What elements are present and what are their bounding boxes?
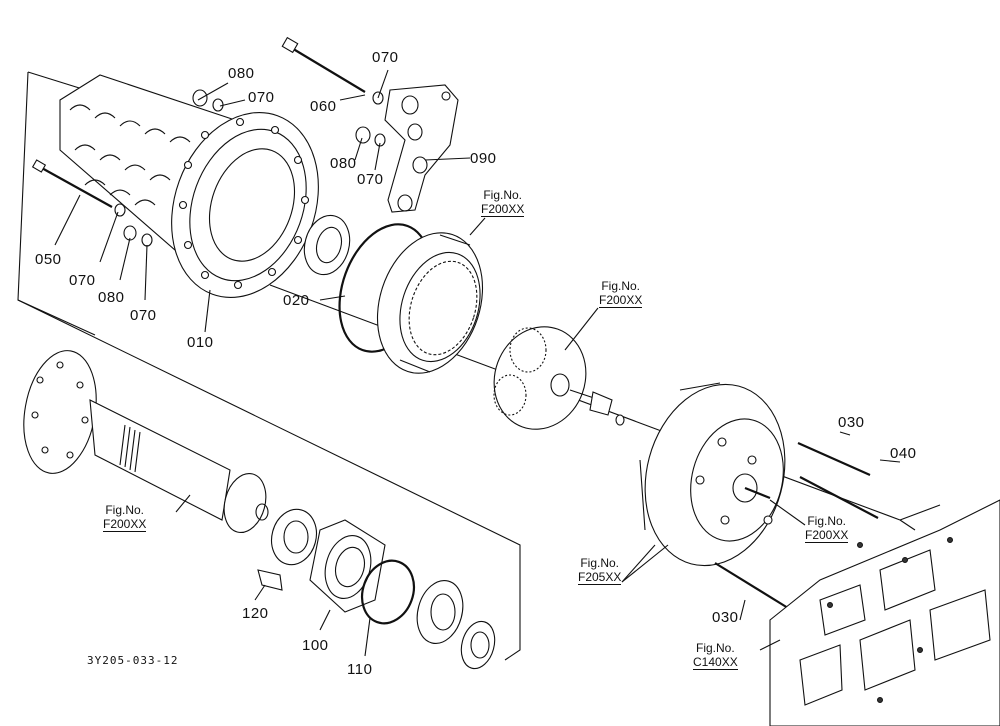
fig-ref-4-code: F200XX [805,528,849,543]
fig-ref-5: Fig.No. F205XX [578,556,622,585]
ring-gear [376,232,484,374]
label-070-a: 070 [248,89,275,106]
fig-ref-6: Fig.No. C140XX [693,641,738,670]
label-070-c: 070 [357,171,384,188]
label-080-b: 080 [330,155,357,172]
label-020: 020 [283,292,310,309]
fig-ref-6-prefix: Fig.No. [696,641,735,655]
label-010: 010 [187,334,214,351]
fig-ref-4-prefix: Fig.No. [807,514,847,528]
fig-ref-1: Fig.No. F200XX [481,188,525,217]
label-040: 040 [890,445,917,462]
bearings-lower [416,580,496,670]
label-080-c: 080 [98,289,125,306]
label-070-b: 070 [372,49,399,66]
o-ring-110 [360,559,416,625]
bracket-090 [384,84,459,213]
label-070-e: 070 [130,307,157,324]
label-100: 100 [302,637,329,654]
label-030-b: 030 [712,609,739,626]
transmission-case [769,499,1000,726]
label-080-a: 080 [228,65,255,82]
nuts-top [192,89,386,147]
fig-ref-3-prefix: Fig.No. [105,503,145,517]
fig-ref-1-code: F200XX [481,202,525,217]
label-110: 110 [347,661,373,678]
fig-ref-2-code: F200XX [599,293,643,308]
fig-ref-2-prefix: Fig.No. [601,279,641,293]
label-090: 090 [470,150,497,167]
axle-shaft [23,350,269,533]
fig-ref-5-code: F205XX [578,570,622,585]
fig-ref-5-prefix: Fig.No. [580,556,620,570]
drawing-code: 3Y205-033-12 [87,654,179,667]
fig-ref-4: Fig.No. F200XX [805,514,849,543]
label-050: 050 [35,251,62,268]
housing-010 [59,74,319,298]
bolt-120 [257,569,283,591]
fig-ref-3-code: F200XX [103,517,147,532]
fig-ref-3: Fig.No. F200XX [103,503,147,532]
label-060: 060 [310,98,337,115]
retainer-100 [270,508,386,613]
label-030-a: 030 [838,414,865,431]
leader-lines [54,69,901,657]
fig-ref-6-code: C140XX [693,655,738,670]
planetary-carrier [493,326,625,430]
frame-lines [17,71,941,661]
bolt-060 [281,36,384,105]
label-070-d: 070 [69,272,96,289]
fig-ref-1-prefix: Fig.No. [483,188,523,202]
final-drive-housing [639,382,786,567]
bearing-upper [303,214,351,276]
label-120: 120 [242,605,269,622]
bolt-050 [31,159,153,247]
fig-ref-2: Fig.No. F200XX [599,279,643,308]
studs-030-040 [714,441,879,609]
